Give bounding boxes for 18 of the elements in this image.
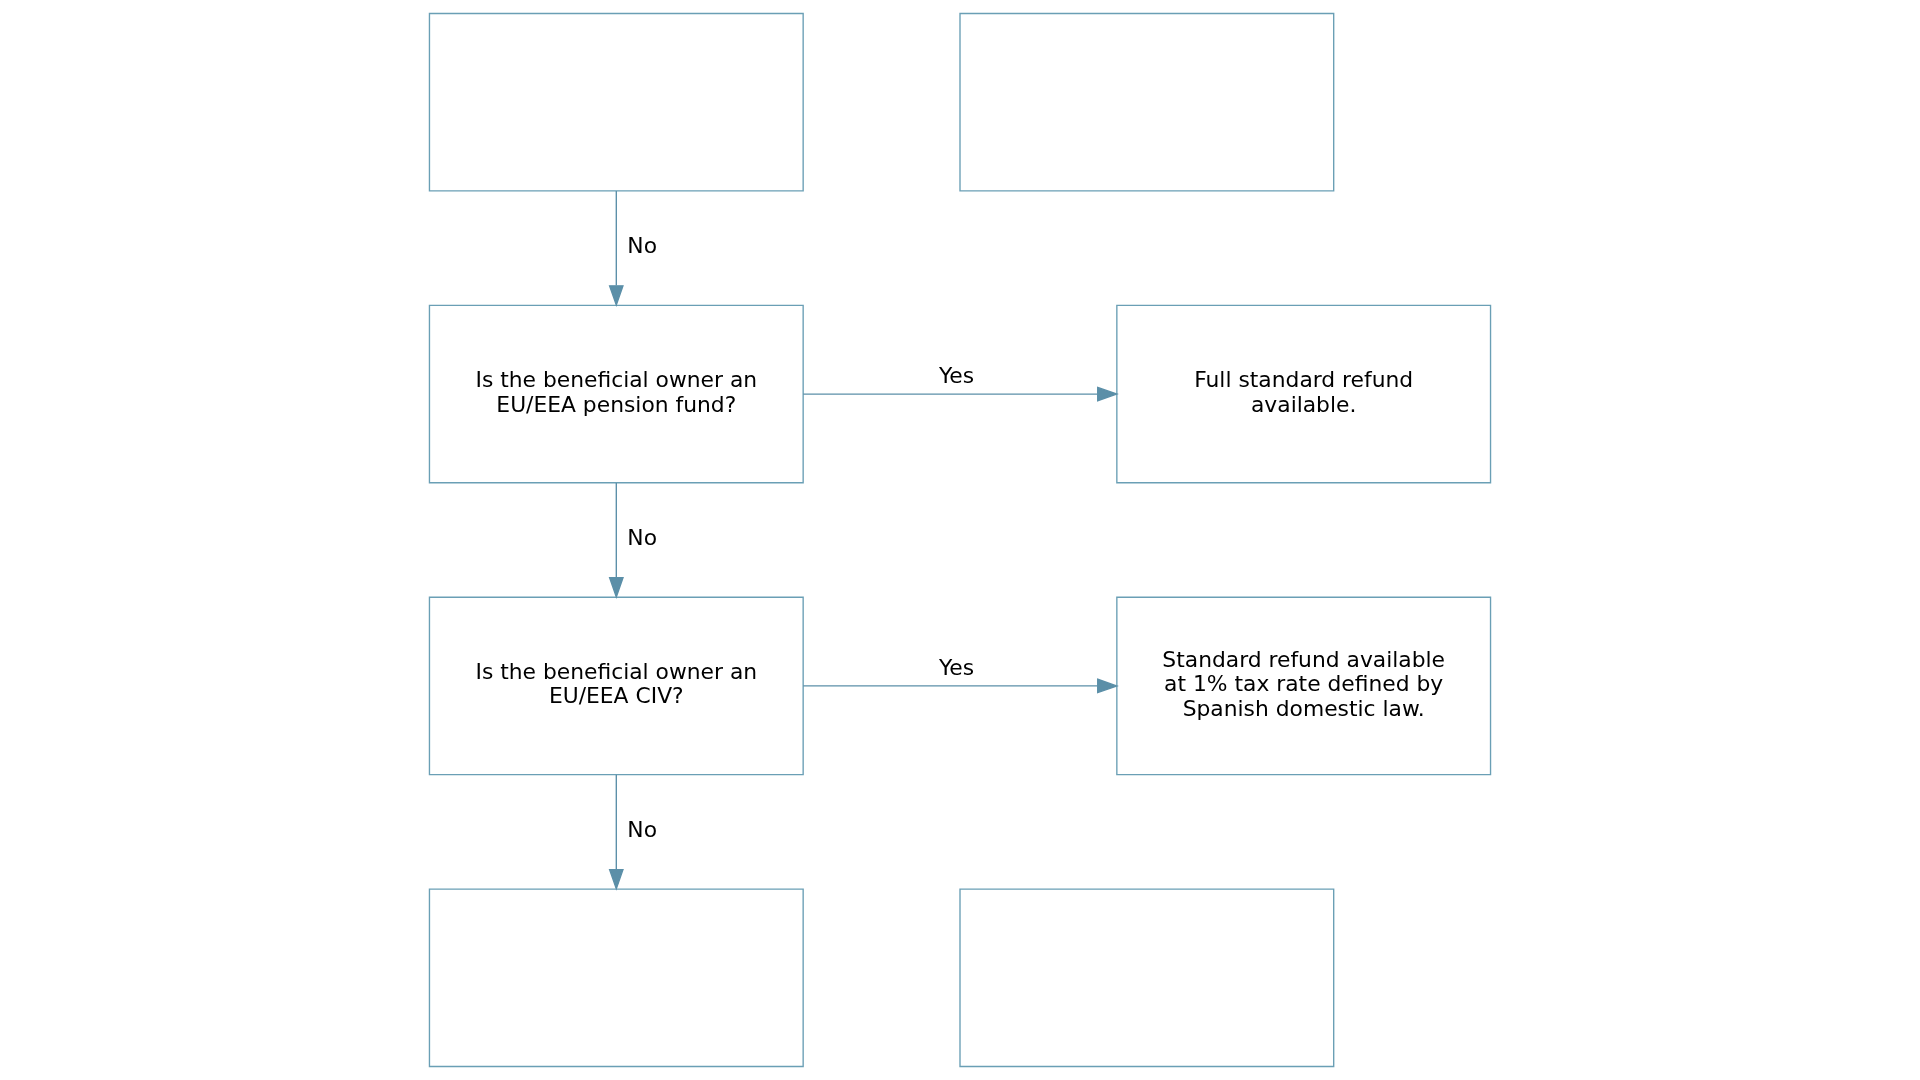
arrow (608, 774, 624, 891)
node-box (959, 888, 1335, 1068)
node-box: Is the beneficial owner an EU/EEA pension fund? (428, 304, 804, 484)
edge-label: Yes (938, 654, 975, 680)
node-box: Is the beneficial owner an EU/EEA CIV? (428, 596, 804, 776)
node-box: Full standard refund available. (1116, 304, 1492, 484)
arrow (802, 386, 1119, 402)
arrow (608, 190, 624, 307)
node-box (428, 12, 804, 192)
node-box (428, 888, 804, 1068)
arrow (608, 482, 624, 599)
edge-label: Yes (938, 362, 975, 388)
edge-label: No (627, 525, 657, 551)
node-box (959, 12, 1335, 192)
edge-label: No (627, 233, 657, 259)
arrow (802, 678, 1119, 694)
edge-label: No (627, 817, 657, 843)
node-box: Standard refund available at 1% tax rate defined by Spanish domestic law. (1116, 596, 1492, 776)
